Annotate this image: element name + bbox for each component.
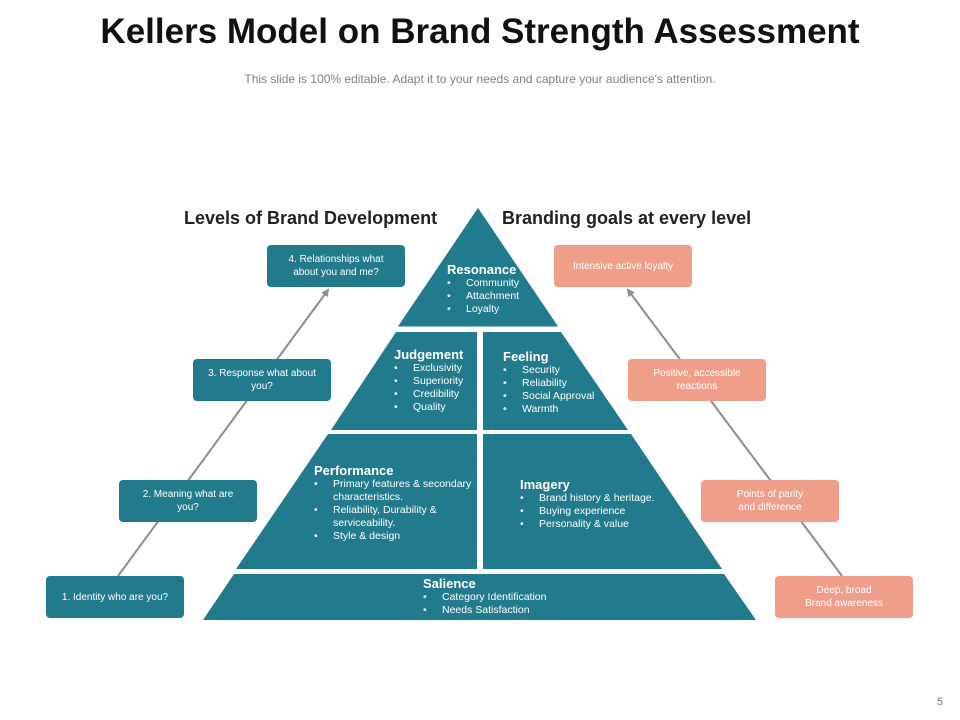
feeling-label: Feeling Security Reliability Social Appr… xyxy=(503,350,594,416)
judgement-item: Superiority xyxy=(394,375,463,388)
imagery-item: Buying experience xyxy=(520,505,670,518)
judgement-item: Exclusivity xyxy=(394,362,463,375)
performance-heading: Performance xyxy=(314,463,394,478)
feeling-item: Warmth xyxy=(503,403,594,416)
resonance-item: Loyalty xyxy=(447,303,519,316)
salience-item: Needs Satisfaction xyxy=(423,604,546,617)
imagery-heading: Imagery xyxy=(520,477,570,492)
resonance-item: Community xyxy=(447,277,519,290)
resonance-heading: Resonance xyxy=(447,262,517,277)
level-box-response: 3. Response what about you? xyxy=(193,359,331,401)
feeling-heading: Feeling xyxy=(503,349,549,364)
imagery-item: Personality & value xyxy=(520,518,670,531)
salience-heading: Salience xyxy=(423,576,476,591)
imagery-label: Imagery Brand history & heritage. Buying… xyxy=(520,478,670,531)
feeling-item: Security xyxy=(503,364,594,377)
page-number: 5 xyxy=(936,696,943,708)
salience-item: Category Identification xyxy=(423,591,546,604)
goal-box-reactions: Positive, accessible reactions xyxy=(628,359,766,401)
salience-label: Salience Category Identification Needs S… xyxy=(423,577,546,617)
feeling-item: Reliability xyxy=(503,377,594,390)
level-box-identity: 1. Identity who are you? xyxy=(46,576,184,618)
performance-item: Reliability, Durability & serviceability… xyxy=(314,504,474,530)
goal-box-parity: Points of parity and difference xyxy=(701,480,839,522)
slide-subtitle: This slide is 100% editable. Adapt it to… xyxy=(244,72,716,86)
resonance-label: Resonance Community Attachment Loyalty xyxy=(447,263,519,316)
slide-title: Kellers Model on Brand Strength Assessme… xyxy=(100,12,860,51)
judgement-heading: Judgement xyxy=(394,347,464,362)
feeling-item: Social Approval xyxy=(503,390,594,403)
performance-label: Performance Primary features & secondary… xyxy=(314,464,474,543)
level-box-meaning: 2. Meaning what are you? xyxy=(119,480,257,522)
level-box-relationships: 4. Relationships what about you and me? xyxy=(267,245,405,287)
resonance-item: Attachment xyxy=(447,290,519,303)
right-column-heading: Branding goals at every level xyxy=(502,208,752,228)
goal-box-loyalty: Intensive active loyalty xyxy=(554,245,692,287)
left-progress-arrow xyxy=(117,288,330,577)
right-progress-arrow xyxy=(626,288,843,577)
performance-item: Primary features & secondary characteris… xyxy=(314,478,474,504)
left-column-heading: Levels of Brand Development xyxy=(184,208,438,228)
performance-item: Style & design xyxy=(314,530,474,543)
judgement-label: Judgement Exclusivity Superiority Credib… xyxy=(394,348,463,414)
judgement-item: Quality xyxy=(394,401,463,414)
goal-box-awareness: Deep, broad Brand awareness xyxy=(775,576,913,618)
judgement-item: Credibility xyxy=(394,388,463,401)
imagery-item: Brand history & heritage. xyxy=(520,492,670,505)
